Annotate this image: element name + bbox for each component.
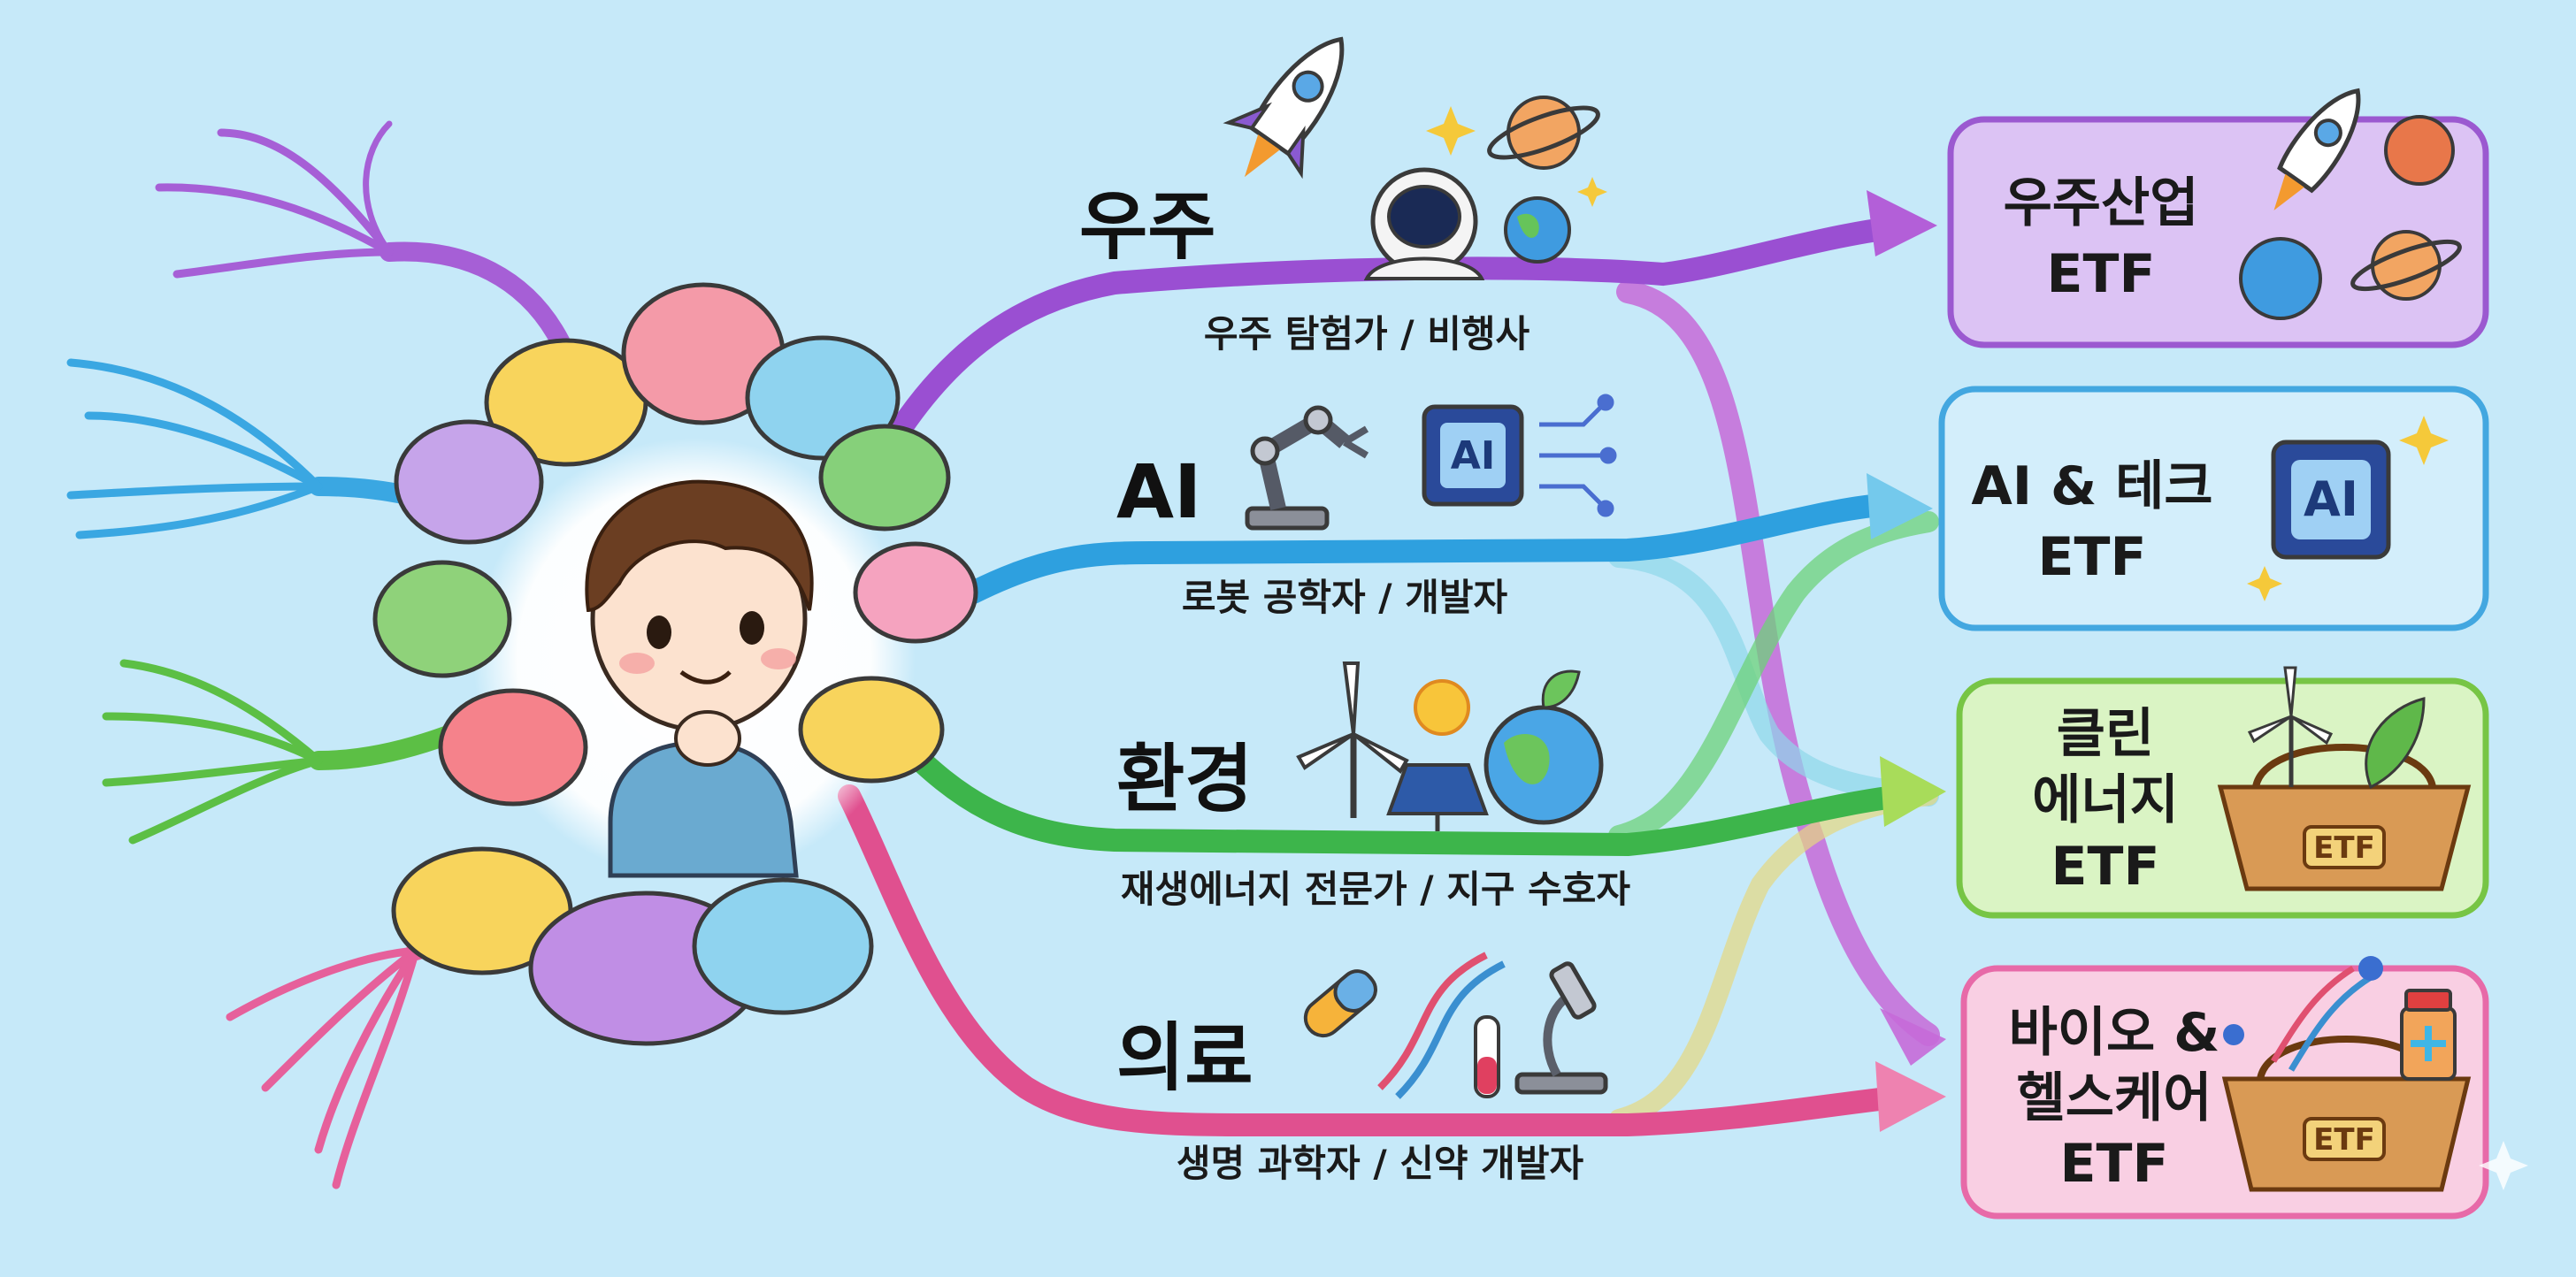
path-environment [891,731,1913,857]
circuit-lines-icon [1539,394,1617,517]
etf-label-space-line2: ETF [2047,243,2156,305]
speech-bubble-purple-left [394,419,544,545]
etf-label-clean-line3: ETF [2051,836,2160,898]
earth-plant-icon [1484,669,1604,825]
etf-box-bio[interactable]: 바이오 & 헬스케어 ETF ETF [1960,956,2489,1220]
test-tube-icon [1474,1015,1500,1098]
environment-icons [1296,661,1604,831]
arrowhead-space [1867,190,1937,256]
career-label-medical: 생명 과학자 / 신약 개발자 [1177,1142,1584,1185]
topic-row-space: 우주 우주 탐험가 / 비행사 [1079,183,1530,356]
speech-bubble-pink-right [853,541,978,644]
sparkle-icon [2247,566,2282,601]
arrowheads [1867,190,1946,1132]
etf-box-space[interactable]: 우주산업 ETF [1947,78,2489,348]
sparkle-icon [1577,177,1607,207]
basket-icon: ETF [2217,744,2472,891]
basket-icon: ETF [2221,1036,2472,1192]
purple-branch-bundle [155,120,576,363]
sun-icon [1414,679,1470,736]
etf-label-bio-line3: ETF [2060,1133,2169,1195]
molecule-icon [2358,956,2383,981]
topic-row-medical: 의료 생명 과학자 / 신약 개발자 [1116,1014,1583,1185]
microscope-icon [1514,961,1608,1095]
etf-label-bio-line2: 헬스케어 [2017,1067,2212,1129]
topic-label-medical: 의료 [1116,1014,1254,1101]
path-space-to-bio [1616,280,1940,1046]
etf-label-clean-line2: 에너지 [2032,769,2179,831]
rocket-icon [2273,88,2361,210]
dna-icon [2270,966,2373,1072]
etf-label-space-line1: 우주산업 [2004,172,2199,234]
arrowhead-medical [1875,1061,1946,1132]
path-medical [838,784,1913,1136]
sparkle-icon [2399,416,2449,465]
earth-icon [1504,196,1571,264]
saturn-icon [2350,230,2462,301]
rocket-icon [1223,36,1345,180]
speech-bubble-green-left [372,560,512,678]
space-icons [1223,36,1607,280]
etf-box-space-bg [1947,116,2489,348]
etf-label-clean-line1: 클린 [2057,703,2154,765]
wind-turbine-icon [1296,661,1409,818]
medicine-bottle-icon [2400,989,2457,1081]
arrowhead-space-to-bio [1880,1008,1946,1066]
ai-icons: AI [1245,394,1617,531]
etf-label-ai-line2: ETF [2038,526,2147,588]
earth-icon [2239,237,2322,320]
etf-box-clean-energy[interactable]: 클린 에너지 ETF ETF [1956,666,2489,919]
basket-tag-label: ETF [2313,830,2375,866]
flow-paths [838,214,1940,1136]
ai-chip-label: AI [1451,433,1495,478]
career-label-space: 우주 탐험가 / 비행사 [1204,312,1530,356]
topic-label-ai: AI [1116,448,1201,535]
plant-icon [2365,697,2426,790]
arrowhead-ai [1867,473,1933,539]
career-label-ai: 로봇 공학자 / 개발자 [1182,576,1508,619]
topic-label-space: 우주 [1079,183,1216,270]
ai-chip-label: AI [2304,471,2358,527]
wind-turbine-icon [2247,666,2334,787]
topic-label-environment: 환경 [1116,736,1254,822]
speech-bubble-yellow-right [798,676,945,784]
robot-arm-icon [1245,405,1369,531]
mars-icon [2384,115,2455,186]
sparkle-icon [1426,106,1476,156]
medical-icons [1303,952,1608,1099]
dna-icon [1377,952,1506,1099]
speech-bubble-blue-bottom [692,877,874,1015]
career-label-environment: 재생에너지 전문가 / 지구 수호자 [1121,868,1631,911]
topic-row-environment: 환경 재생에너지 전문가 / 지구 수호자 [1116,736,1630,911]
path-ai [962,493,1905,604]
planet-icon [1487,96,1600,170]
speech-bubble-green-right [818,424,951,531]
astronaut-icon [1363,167,1485,280]
speech-bubbles [372,282,978,1046]
center-hub [372,282,978,1046]
solar-panel-icon [1386,763,1489,831]
pill-icon [1303,969,1377,1038]
etf-label-ai-line1: AI & 테크 [1971,455,2212,517]
arrowhead-environment [1880,756,1946,827]
topic-row-ai: AI 로봇 공학자 / 개발자 [1116,448,1508,619]
ai-chip-icon: AI [1422,404,1524,507]
sparkle-icon [2479,1141,2528,1190]
molecule-icon [2223,1024,2244,1045]
path-ai-to-clean [1608,547,1939,807]
basket-tag-label: ETF [2313,1122,2375,1158]
child-illustration [585,479,814,878]
etf-box-ai[interactable]: AI & 테크 ETF AI [1938,386,2489,631]
ai-chip-icon: AI [2271,440,2391,560]
etf-label-bio-line1: 바이오 & [2009,1002,2220,1064]
speech-bubble-red-left [438,688,588,807]
